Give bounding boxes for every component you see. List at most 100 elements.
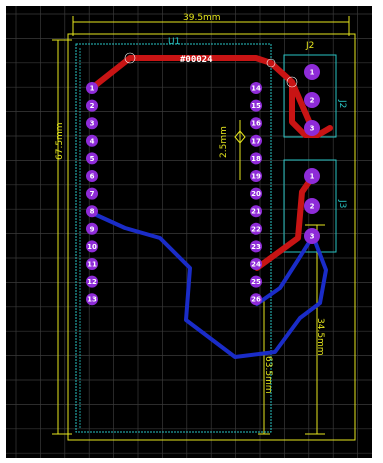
u1-pad-14[interactable]: 14: [250, 82, 262, 94]
pad-number: 23: [251, 243, 261, 251]
u1-pad-15[interactable]: 15: [250, 99, 262, 112]
u1-pad-12[interactable]: 12: [86, 275, 98, 288]
u1-pad-19[interactable]: 19: [250, 170, 262, 182]
pad-number: 24: [251, 261, 261, 269]
pad-shape: [250, 258, 262, 270]
j2-small-ref: J2: [305, 41, 314, 51]
bottom-side-dimension: 63.5mm: [263, 356, 273, 394]
pad-number: 5: [90, 155, 95, 163]
j3-pad-1[interactable]: 1: [304, 168, 320, 184]
pad-shape: [250, 187, 262, 200]
pad-number: 2: [310, 203, 315, 211]
pad-shape: [250, 170, 262, 182]
pad-number: 10: [87, 243, 97, 251]
pitch-dimension: 2.5mm: [219, 126, 229, 158]
board-outline[interactable]: [67, 33, 356, 441]
u1-pad-21[interactable]: 21: [250, 205, 262, 218]
pad-number: 11: [87, 261, 97, 269]
pad-shape: [304, 198, 320, 214]
top-traces[interactable]: [89, 55, 333, 271]
pad-shape: [86, 275, 98, 288]
pad-number: 18: [251, 155, 261, 163]
width-dimension: 39.5mm: [183, 13, 221, 23]
pad-number: 17: [251, 137, 261, 145]
pad-shape: [86, 152, 98, 165]
pad-shape: [86, 293, 98, 306]
j2-pad-3[interactable]: 3: [304, 120, 320, 136]
pad-number: 15: [251, 102, 261, 110]
pad-shape: [86, 187, 98, 200]
u1-pad-5[interactable]: 5: [86, 152, 98, 165]
bottom-trace[interactable]: [90, 211, 328, 359]
u1-pad-4[interactable]: 4: [86, 134, 98, 147]
pad-number: 8: [90, 208, 95, 216]
pad-shape: [86, 99, 98, 112]
net-label: #00024: [180, 55, 213, 65]
pad-number: 3: [90, 120, 95, 128]
u1-ref: U1: [168, 37, 180, 47]
u1-pad-8[interactable]: 8: [86, 205, 98, 218]
pad-number: 3: [310, 125, 315, 133]
u1-pad-3[interactable]: 3: [86, 117, 98, 130]
pad-number: 4: [90, 137, 95, 145]
pad-number: 16: [251, 120, 261, 128]
pad-number: 6: [90, 173, 95, 181]
u1-pad-7[interactable]: 7: [86, 187, 98, 200]
u1-pad-13[interactable]: 13: [86, 293, 98, 306]
pad-number: 21: [251, 208, 261, 216]
pad-shape: [86, 205, 98, 218]
pad-number: 22: [251, 225, 261, 233]
u1-pad-11[interactable]: 11: [86, 258, 98, 270]
u1-pad-6[interactable]: 6: [86, 170, 98, 182]
pad-number: 1: [310, 69, 315, 77]
pad-shape: [86, 117, 98, 130]
pad-number: 2: [310, 97, 315, 105]
pad-shape: [250, 117, 262, 130]
pad-number: 9: [90, 225, 95, 233]
pad-number: 1: [310, 173, 315, 181]
pad-shape: [304, 64, 320, 80]
pad-number: 2: [90, 102, 95, 110]
u1-pad-2[interactable]: 2: [86, 99, 98, 112]
j3-outline[interactable]: [283, 159, 337, 253]
j3-pad-2[interactable]: 2: [304, 198, 320, 214]
j2-pad-2[interactable]: 2: [304, 92, 320, 108]
u1-pad-20[interactable]: 20: [250, 187, 262, 200]
track-highlights: [124, 52, 298, 88]
pad-shape: [86, 170, 98, 182]
u1-pad-10[interactable]: 10: [86, 240, 98, 253]
pad-shape: [250, 293, 262, 306]
pad-shape: [250, 82, 262, 94]
pad-shape: [250, 205, 262, 218]
height-dimension: 67.5mm: [55, 122, 65, 160]
u1-outline[interactable]: [75, 43, 272, 433]
pad-shape: [304, 168, 320, 184]
pad-number: 13: [87, 296, 97, 304]
pad-shape: [304, 228, 320, 244]
u1-pad-26[interactable]: 26: [250, 293, 262, 306]
pad-number: 12: [87, 278, 97, 286]
u1-pad-16[interactable]: 16: [250, 117, 262, 130]
bottom-trace-2[interactable]: [255, 234, 315, 306]
pad-number: 7: [90, 190, 95, 198]
u1-pad-23[interactable]: 23: [250, 240, 262, 253]
u1-pad-1[interactable]: 1: [86, 82, 98, 94]
j3-pad-3[interactable]: 3: [304, 228, 320, 244]
u1-pad-25[interactable]: 25: [250, 275, 262, 288]
dimension-lines: [52, 16, 350, 435]
pad-shape: [250, 275, 262, 288]
u1-pad-9[interactable]: 9: [86, 222, 98, 235]
pad-shape: [304, 92, 320, 108]
pad-shape: [304, 120, 320, 136]
j2-pad-1[interactable]: 1: [304, 64, 320, 80]
pad-shape: [86, 222, 98, 235]
pad-number: 1: [90, 85, 95, 93]
u1-pad-17[interactable]: 17: [250, 134, 262, 147]
j2-ref: J2: [337, 99, 347, 108]
u1-pad-22[interactable]: 22: [250, 222, 262, 235]
right-dimension: 34.5mm: [315, 318, 325, 356]
u1-pad-24[interactable]: 24: [250, 258, 262, 270]
pad-shape: [250, 99, 262, 112]
u1-pad-18[interactable]: 18: [250, 152, 262, 165]
